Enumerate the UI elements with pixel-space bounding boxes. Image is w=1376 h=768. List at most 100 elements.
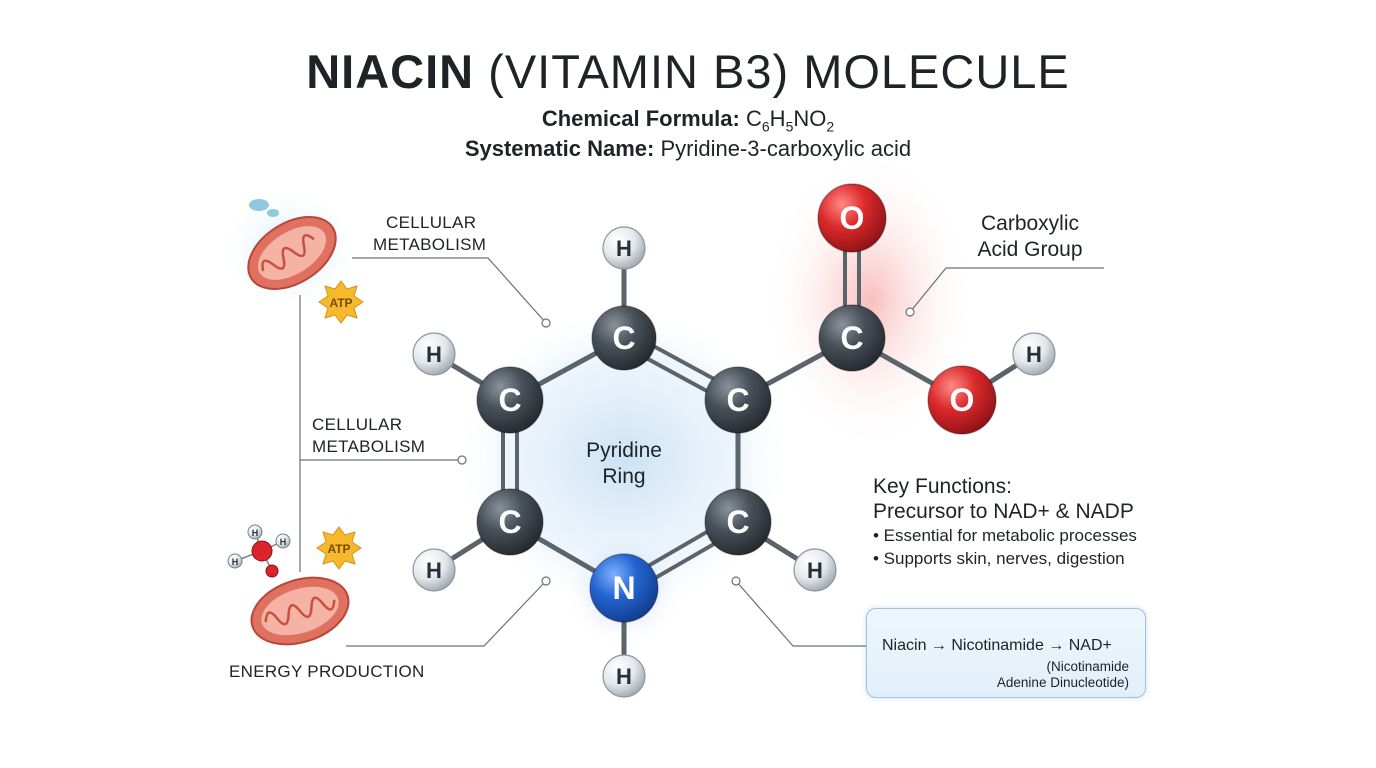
atom-label-n: N bbox=[612, 570, 635, 606]
atom-c3: C bbox=[704, 488, 772, 556]
pathway-sub-line1: (Nicotinamide bbox=[1046, 659, 1129, 674]
atom-sphere-o2 bbox=[927, 365, 997, 435]
atom-label-c1: C bbox=[612, 320, 635, 356]
label-top-line2: METABOLISM bbox=[373, 235, 487, 254]
atom-c2: C bbox=[704, 366, 772, 434]
leader-top-metabolism bbox=[352, 257, 547, 324]
atom-label-o2: O bbox=[950, 382, 975, 418]
leader-carboxyl bbox=[909, 267, 1104, 313]
label-top-line1: CELLULAR bbox=[386, 213, 477, 232]
leader-dot-5 bbox=[905, 307, 915, 317]
mitochondrion-top-icon bbox=[247, 199, 337, 290]
label-energy-production: ENERGY PRODUCTION bbox=[229, 662, 425, 681]
atom-o2: O bbox=[927, 365, 997, 435]
formula-subscript: 6 bbox=[761, 118, 770, 135]
label-cellular-metabolism-top: CELLULAR METABOLISM bbox=[373, 212, 486, 256]
water-h-c: H bbox=[232, 557, 239, 567]
mitochondrion-bottom-icon bbox=[250, 576, 350, 646]
atom-c6: C bbox=[476, 366, 544, 434]
key-functions-precursor: Precursor to NAD+ & NADP bbox=[873, 500, 1134, 523]
atom-h1: H bbox=[602, 226, 646, 270]
formula-element: H bbox=[769, 106, 786, 131]
formula-element: N bbox=[793, 106, 810, 131]
formula-subscript: 2 bbox=[826, 118, 835, 135]
atp-label-top: ATP bbox=[329, 296, 352, 310]
nad-pathway-box: Niacin → Nicotinamide → NAD+ (Nicotinami… bbox=[866, 608, 1146, 698]
atom-label-h6: H bbox=[1026, 342, 1042, 367]
page-title: NIACIN (VITAMIN B3) MOLECULE bbox=[0, 44, 1376, 99]
atom-sphere-c2 bbox=[704, 366, 772, 434]
atom-sphere-o1 bbox=[817, 183, 887, 253]
atom-label-h2: H bbox=[426, 342, 442, 367]
title-rest: (VITAMIN B3) MOLECULE bbox=[474, 45, 1070, 98]
leader-energy bbox=[346, 580, 547, 647]
atom-h2: H bbox=[412, 332, 456, 376]
atp-burst-bottom-icon: ATP bbox=[316, 526, 362, 570]
leader-dot-3 bbox=[541, 576, 551, 586]
atom-sphere-h2 bbox=[412, 332, 456, 376]
atom-label-h1: H bbox=[616, 236, 632, 261]
atom-label-h3: H bbox=[426, 558, 442, 583]
formula-label: Chemical Formula: bbox=[541, 106, 740, 131]
leader-dot-1 bbox=[541, 318, 551, 328]
atom-label-c2: C bbox=[726, 382, 749, 418]
water-h-b: H bbox=[280, 537, 287, 547]
atom-n: N bbox=[589, 553, 659, 623]
atom-sphere-n bbox=[589, 553, 659, 623]
atom-sphere-h4 bbox=[793, 548, 837, 592]
atom-label-c5: C bbox=[498, 504, 521, 540]
atom-label-h5: H bbox=[616, 664, 632, 689]
label-carboxylic-acid-group: Carboxylic Acid Group bbox=[955, 211, 1105, 263]
atom-c1: C bbox=[591, 305, 657, 371]
atom-c4: C bbox=[818, 304, 886, 372]
atom-h5: H bbox=[602, 654, 646, 698]
atom-label-c4: C bbox=[840, 320, 863, 356]
formula-element: O bbox=[809, 106, 827, 131]
pathway-sub: (Nicotinamide Adenine Dinucleotide) bbox=[997, 659, 1129, 691]
carboxyl-label-line1: Carboxylic bbox=[980, 212, 1080, 235]
label-pyridine-ring: Pyridine Ring bbox=[560, 438, 688, 490]
leader-pathway bbox=[735, 580, 866, 647]
atom-sphere-c4 bbox=[818, 304, 886, 372]
carboxyl-label-line2: Acid Group bbox=[977, 238, 1083, 261]
atom-label-o1: O bbox=[840, 200, 865, 236]
key-functions-bullet: • Supports skin, nerves, digestion bbox=[873, 549, 1125, 568]
ring-label-line2: Ring bbox=[602, 465, 646, 488]
label-cellular-metabolism-middle: CELLULAR METABOLISM bbox=[312, 414, 425, 458]
ring-label-line1: Pyridine bbox=[586, 439, 662, 462]
key-functions-bullet: • Essential for metabolic processes bbox=[873, 526, 1137, 545]
atom-sphere-c1 bbox=[591, 305, 657, 371]
chemical-formula: Chemical Formula: C6H5NO2 bbox=[0, 106, 1376, 134]
systematic-name: Systematic Name: Pyridine-3-carboxylic a… bbox=[0, 136, 1376, 162]
atom-c5: C bbox=[476, 488, 544, 556]
atom-h3: H bbox=[412, 548, 456, 592]
systematic-label: Systematic Name: bbox=[464, 136, 655, 161]
atom-sphere-c6 bbox=[476, 366, 544, 434]
atom-o1: O bbox=[817, 183, 887, 253]
pathway-main: Niacin → Nicotinamide → NAD+ bbox=[882, 637, 1112, 654]
atom-sphere-h1 bbox=[602, 226, 646, 270]
leader-dot-2 bbox=[457, 455, 467, 465]
atp-burst-top-icon: ATP bbox=[318, 280, 364, 324]
formula-subscript: 5 bbox=[785, 118, 794, 135]
atom-h4: H bbox=[793, 548, 837, 592]
formula-value: C6H5NO2 bbox=[745, 106, 835, 135]
leader-dot-4 bbox=[731, 576, 741, 586]
atp-label-bottom: ATP bbox=[327, 542, 350, 556]
atom-h6: H bbox=[1012, 332, 1056, 376]
label-middle-line1: CELLULAR bbox=[312, 415, 403, 434]
atom-sphere-h3 bbox=[412, 548, 456, 592]
atom-label-c6: C bbox=[498, 382, 521, 418]
atom-sphere-h5 bbox=[602, 654, 646, 698]
label-middle-line2: METABOLISM bbox=[312, 437, 426, 456]
atom-label-c3: C bbox=[726, 504, 749, 540]
title-bold: NIACIN bbox=[306, 45, 475, 98]
formula-element: C bbox=[745, 106, 762, 131]
atom-sphere-c3 bbox=[704, 488, 772, 556]
key-functions: Key Functions: Precursor to NAD+ & NADP … bbox=[873, 474, 1137, 570]
pathway-sub-line2: Adenine Dinucleotide) bbox=[996, 675, 1129, 690]
atom-sphere-c5 bbox=[476, 488, 544, 556]
atom-sphere-h6 bbox=[1012, 332, 1056, 376]
small-molecule-icon bbox=[227, 524, 291, 578]
